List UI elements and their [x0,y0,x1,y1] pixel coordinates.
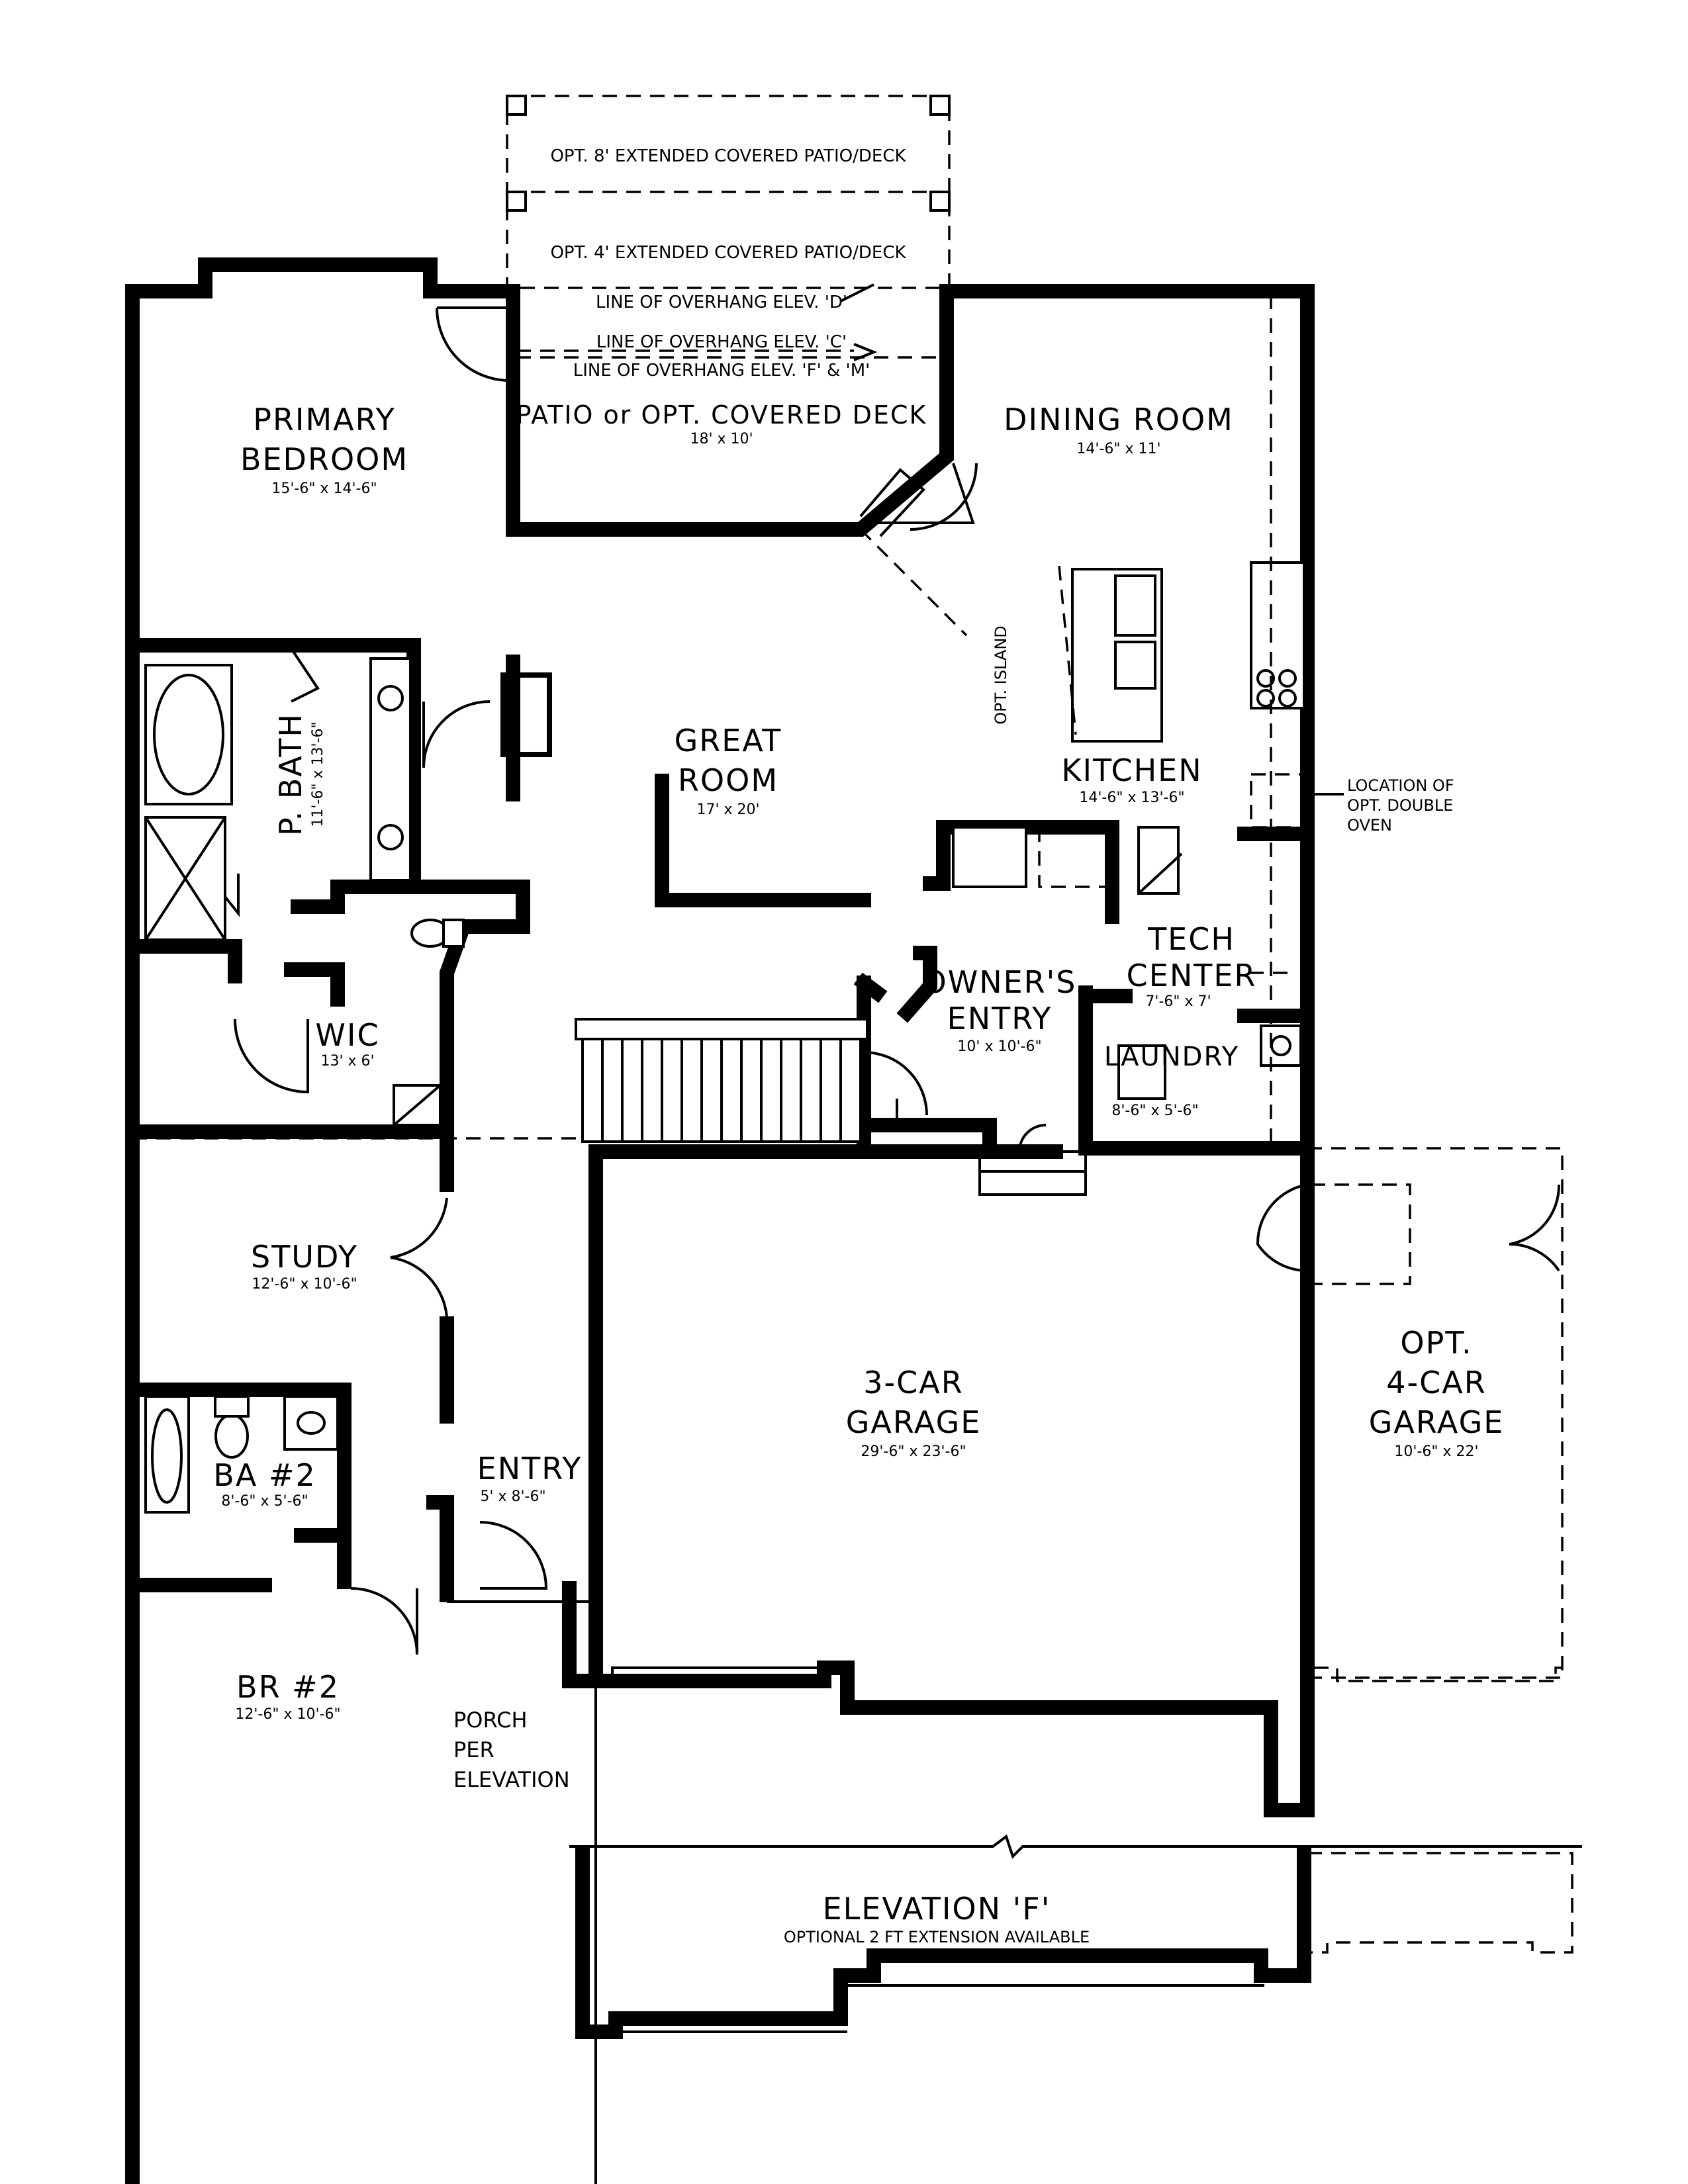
study-label: STUDY [251,1239,358,1275]
patio-label: PATIO or OPT. COVERED DECK [516,400,927,430]
porch-label-1: PORCH [453,1707,528,1733]
study-dim: 12'-6" x 10'-6" [252,1276,357,1293]
primary-bedroom-label-2: BEDROOM [240,441,408,477]
notes: LINE OF OVERHANG ELEV. 'D' LINE OF OVERH… [573,293,1454,835]
overhang-fm-label: LINE OF OVERHANG ELEV. 'F' & 'M' [573,361,870,381]
owners-entry-label-2: ENTRY [947,1001,1053,1036]
kitchen-fixtures [952,295,1305,1145]
great-room-label-1: GREAT [675,723,782,758]
primary-bedroom-dim: 15'-6" x 14'-6" [271,480,377,497]
kitchen-dim: 14'-6" x 13'-6" [1079,790,1184,806]
primary-bedroom-label-1: PRIMARY [253,402,396,437]
ba2-label: BA #2 [213,1457,316,1493]
opt-8ft-patio-label: OPT. 8' EXTENDED COVERED PATIO/DECK [550,146,906,166]
garage4-dim: 10'-6" x 22' [1394,1443,1478,1460]
elevation-f: ELEVATION 'F' OPTIONAL 2 FT EXTENSION AV… [569,1834,1582,2039]
great-room-label-2: ROOM [678,762,778,798]
bath-fixtures [144,657,465,1514]
overhang-d-label: LINE OF OVERHANG ELEV. 'D' [596,293,847,312]
garage4-label-1: OPT. [1400,1325,1472,1361]
p-bath-dim: 11'-6" x 13'-6" [310,721,326,827]
opt-4ft-patio-label: OPT. 4' EXTENDED COVERED PATIO/DECK [550,243,906,263]
windows [131,263,1309,1476]
exterior-walls [125,257,1315,2184]
tech-center-dim: 7'-6" x 7' [1145,993,1211,1010]
room-labels: PRIMARY BEDROOM 15'-6" x 14'-6" PATIO or… [213,400,1505,1792]
garage3-label-1: 3-CAR [863,1365,963,1400]
laundry-dim: 8'-6" x 5'-6" [1111,1103,1198,1119]
double-oven-label-1: LOCATION OF [1347,776,1454,795]
overhang-lines [132,283,1564,1682]
dining-room-dim: 14'-6" x 11' [1076,441,1160,457]
owners-entry-dim: 10' x 10'-6" [957,1038,1041,1055]
br2-label: BR #2 [236,1669,340,1705]
elevation-subtitle: OPTIONAL 2 FT EXTENSION AVAILABLE [784,1928,1090,1946]
entry-dim: 5' x 8'-6" [480,1488,545,1505]
garage3-dim: 29'-6" x 23'-6" [861,1443,966,1460]
great-room-dim: 17' x 20' [696,801,759,818]
entry-label: ENTRY [477,1451,583,1486]
tech-center-label-2: CENTER [1127,958,1257,993]
wic-label: WIC [315,1017,379,1053]
optional-patio-extension: OPT. 8' EXTENDED COVERED PATIO/DECK OPT.… [506,95,951,289]
dining-room-label: DINING ROOM [1004,402,1234,437]
br2-dim: 12'-6" x 10'-6" [235,1706,340,1723]
kitchen-label: KITCHEN [1061,752,1202,788]
tech-center-label-1: TECH [1147,921,1235,957]
garage4-label-2: 4-CAR [1386,1365,1486,1400]
staircase [575,1018,868,1143]
overhang-c-label: LINE OF OVERHANG ELEV. 'C' [596,332,847,352]
p-bath-label: P. BATH [273,713,308,836]
entry-details [447,1150,1087,2184]
owners-entry-label-1: OWNER'S [923,964,1077,1000]
garage4-label-3: GARAGE [1369,1404,1505,1440]
double-oven-label-2: OPT. DOUBLE [1347,796,1453,815]
double-oven-label-3: OVEN [1347,816,1392,835]
laundry-label: LAUNDRY [1104,1042,1239,1072]
opt-island-label: OPT. ISLAND [992,625,1010,725]
patio-dim: 18' x 10' [690,431,753,447]
wic-dim: 13' x 6' [320,1053,374,1069]
porch-label-3: ELEVATION [453,1767,570,1792]
elevation-title: ELEVATION 'F' [823,1891,1051,1927]
porch-label-2: PER [453,1737,494,1762]
ba2-dim: 8'-6" x 5'-6" [221,1493,308,1510]
doors [211,306,1047,1655]
garage3-label-2: GARAGE [846,1404,982,1440]
